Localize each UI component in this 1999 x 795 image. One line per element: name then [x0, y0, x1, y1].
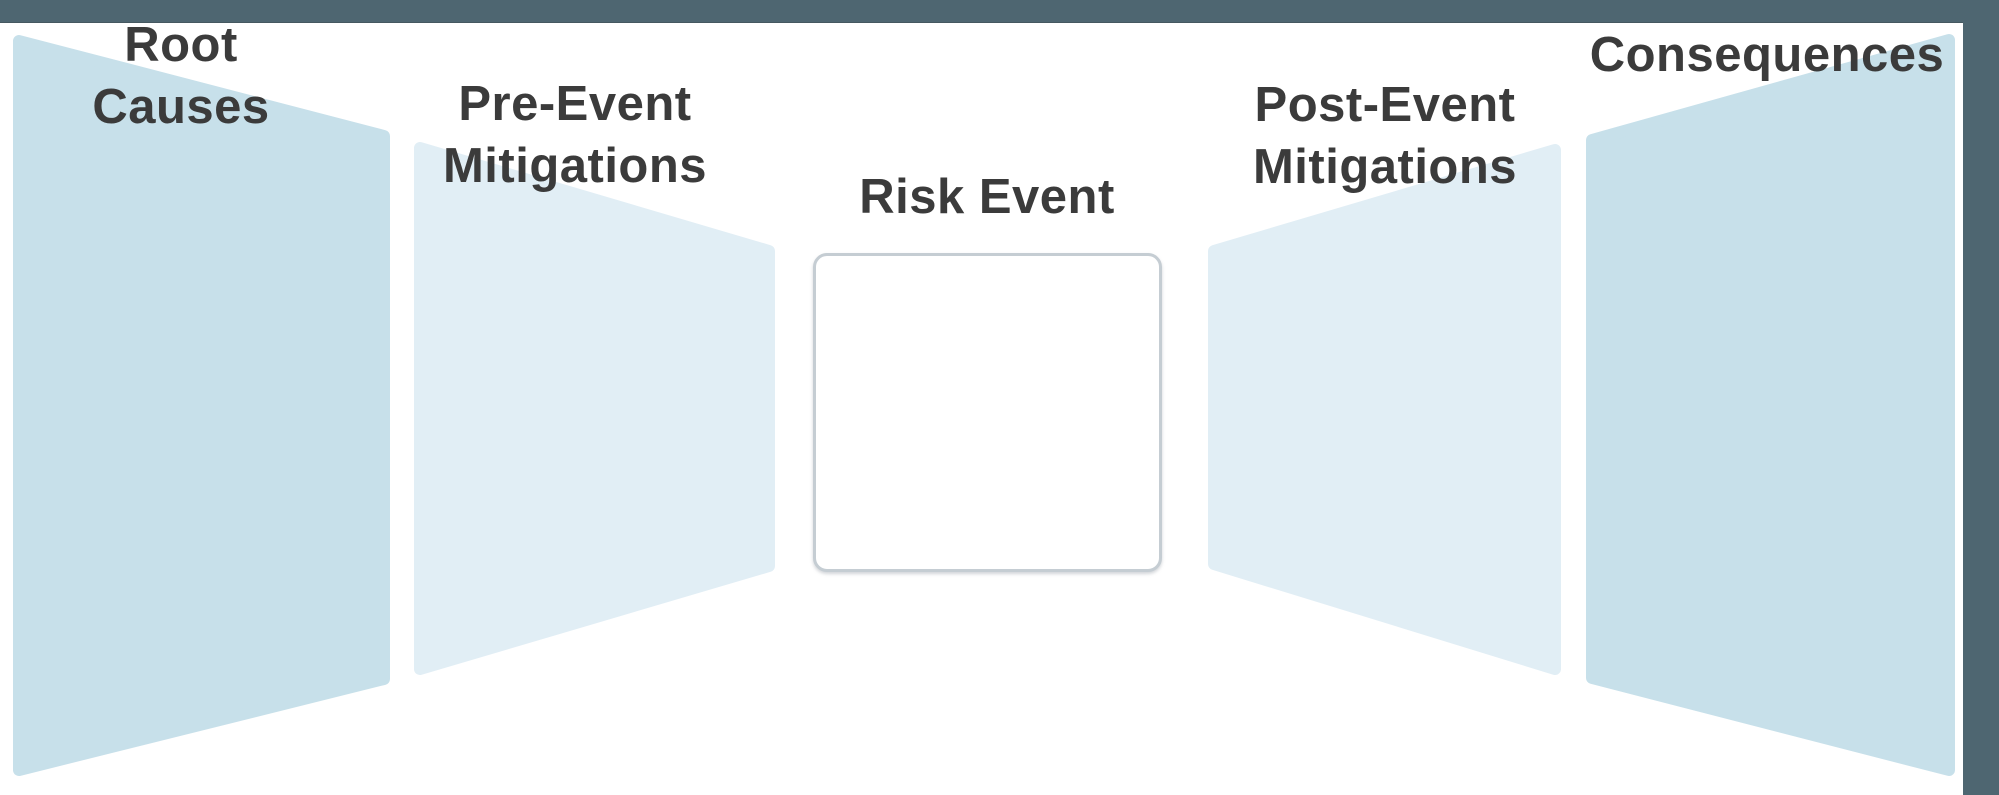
post-event-mitigations-panel[interactable]: [1208, 144, 1561, 675]
pre-event-mitigations-label: Pre-Event Mitigations: [442, 77, 708, 193]
consequences-panel[interactable]: [1586, 34, 1955, 776]
pre-event-mitigations-panel[interactable]: [414, 142, 775, 675]
risk-event-label: Risk Event: [859, 170, 1115, 224]
post-event-mitigations-label: Post-Event Mitigations: [1252, 78, 1518, 194]
frame-right-strip: [1963, 0, 1999, 795]
consequences-label: Consequences: [1589, 28, 1945, 82]
risk-event-box[interactable]: [813, 253, 1162, 572]
frame-top-bar: [0, 0, 1999, 23]
root-causes-label: Root Causes: [92, 18, 270, 134]
root-causes-panel[interactable]: [13, 35, 390, 776]
